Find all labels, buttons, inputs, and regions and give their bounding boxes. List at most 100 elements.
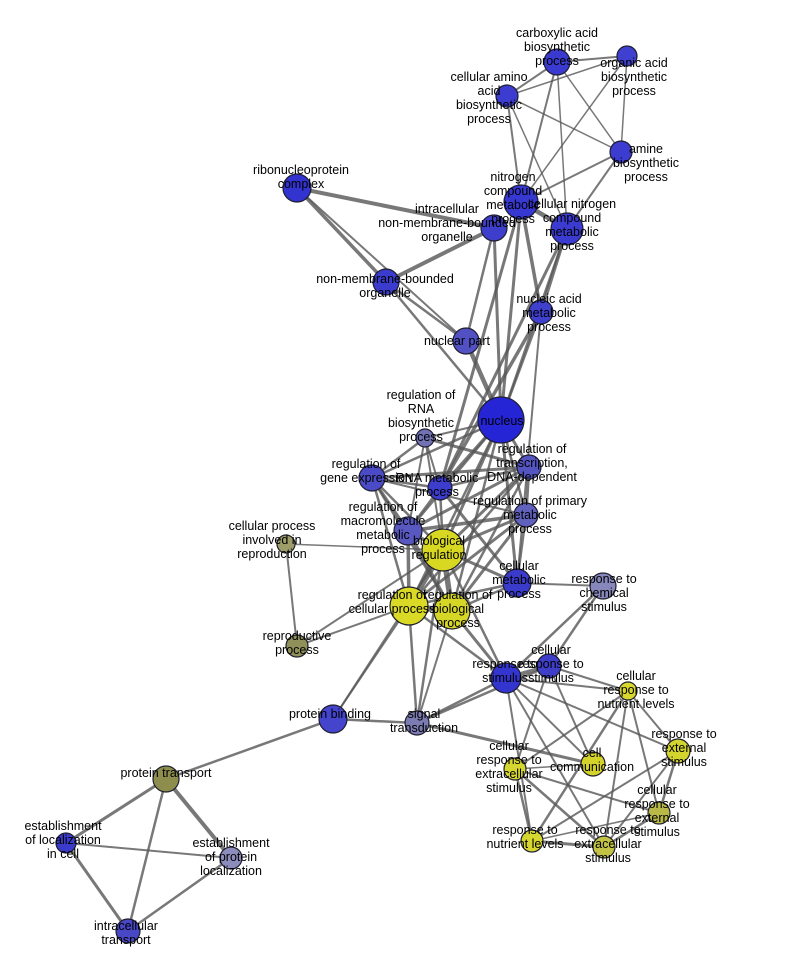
graph-edge-estProtLoc-intraTrans[interactable] bbox=[126, 856, 233, 933]
graph-edge-protTrans-estLoc[interactable] bbox=[64, 777, 168, 845]
graph-node-sigTrans[interactable] bbox=[404, 710, 430, 736]
graph-edge-nucleus-regBio[interactable] bbox=[450, 418, 503, 613]
graph-edge-respNutr-respExtra[interactable] bbox=[530, 839, 606, 849]
graph-node-respExt[interactable] bbox=[665, 738, 691, 764]
graph-edge-respStim-respChem[interactable] bbox=[504, 584, 605, 680]
graph-edge-cRespExtra-cellComm[interactable] bbox=[514, 763, 594, 770]
graph-edge-amino-amine[interactable] bbox=[506, 95, 622, 153]
graph-edge-cRespStim-cRespNutr[interactable] bbox=[548, 665, 629, 692]
graph-edge-respExt-respExtra[interactable] bbox=[603, 750, 679, 848]
graph-edge-regRNA-regTx[interactable] bbox=[423, 436, 531, 469]
graph-node-regMacro[interactable] bbox=[393, 516, 423, 546]
graph-node-cRespNutr[interactable] bbox=[618, 681, 638, 701]
graph-edge-nmb-nucleus[interactable] bbox=[384, 280, 503, 422]
graph-node-nucleic[interactable] bbox=[528, 299, 554, 325]
graph-edge-ribo-nmb[interactable] bbox=[295, 186, 388, 284]
graph-node-regTx[interactable] bbox=[516, 454, 542, 480]
graph-node-cellMet[interactable] bbox=[502, 568, 532, 598]
graph-edge-ribo-npart[interactable] bbox=[296, 187, 467, 342]
graph-node-intraTrans[interactable] bbox=[115, 918, 141, 944]
graph-node-rnaMet[interactable] bbox=[427, 475, 453, 501]
graph-edge-cRespExtra-respNutr[interactable] bbox=[513, 767, 534, 843]
graph-edge-protTrans-estProtLoc[interactable] bbox=[164, 777, 233, 860]
graph-edge-cRespStim-cellComm[interactable] bbox=[548, 665, 594, 765]
graph-edge-respStim-respExt[interactable] bbox=[505, 677, 679, 752]
graph-edge-organic-amine[interactable] bbox=[620, 55, 628, 153]
graph-edge-nucleus-regMacro[interactable] bbox=[406, 418, 503, 533]
graph-node-cnitrogen[interactable] bbox=[550, 212, 584, 246]
graph-edge-regGene-regCell[interactable] bbox=[370, 476, 411, 608]
graph-node-cRespExtra[interactable] bbox=[503, 757, 527, 781]
graph-edge-cRespExtra-respExtra[interactable] bbox=[513, 767, 606, 849]
graph-edge-regTx-regBio[interactable] bbox=[450, 465, 531, 613]
graph-node-regPrim[interactable] bbox=[513, 502, 539, 528]
graph-node-cRespStim[interactable] bbox=[536, 653, 562, 679]
graph-node-inmb[interactable] bbox=[480, 214, 508, 242]
graph-edge-estLoc-estProtLoc[interactable] bbox=[65, 842, 232, 859]
graph-edge-inmb-nmb[interactable] bbox=[384, 226, 496, 284]
graph-node-regGene[interactable] bbox=[358, 464, 386, 492]
graph-edge-cRespStim-cRespExtra[interactable] bbox=[514, 665, 550, 770]
graph-edge-sigTrans-bioReg[interactable] bbox=[415, 548, 445, 725]
graph-edge-respStim-bioReg[interactable] bbox=[441, 548, 508, 680]
graph-edge-cellRepro-bioReg[interactable] bbox=[285, 543, 444, 551]
graph-node-carb[interactable] bbox=[543, 48, 571, 76]
graph-node-npart[interactable] bbox=[452, 327, 480, 355]
graph-edge-protTrans-intraTrans[interactable] bbox=[126, 777, 168, 933]
graph-node-estProtLoc[interactable] bbox=[219, 846, 243, 870]
graph-edge-respStim-respExtra[interactable] bbox=[505, 677, 605, 848]
graph-edge-cellRepro-repro[interactable] bbox=[285, 543, 298, 647]
graph-edge-respNutr-cRespExtern[interactable] bbox=[531, 812, 660, 842]
graph-edge-sigTrans-respStim[interactable] bbox=[415, 676, 508, 725]
graph-edge-sigTrans-regBio[interactable] bbox=[416, 610, 453, 724]
graph-edge-ribo-inmb[interactable] bbox=[295, 186, 496, 230]
graph-edge-nitrogen-nucleus[interactable] bbox=[499, 200, 523, 422]
graph-edge-regTx-rnaMet[interactable] bbox=[438, 465, 531, 490]
graph-node-nmb[interactable] bbox=[372, 268, 400, 296]
graph-node-estLoc[interactable] bbox=[55, 832, 77, 854]
graph-edge-protBind-bioReg[interactable] bbox=[332, 549, 444, 720]
graph-edge-organic-amino[interactable] bbox=[506, 55, 628, 97]
graph-edge-regTx-regMacro[interactable] bbox=[406, 465, 531, 533]
graph-edge-cRespStim-sigTrans[interactable] bbox=[415, 664, 551, 725]
graph-edge-cRespNutr-respExtra[interactable] bbox=[603, 690, 629, 848]
graph-node-cellComm[interactable] bbox=[580, 751, 606, 777]
graph-edge-nucleic-cellMet[interactable] bbox=[516, 311, 542, 584]
graph-edge-regTx-regCell[interactable] bbox=[407, 465, 531, 608]
graph-node-regBio[interactable] bbox=[433, 592, 471, 630]
graph-edge-regPrim-regMacro[interactable] bbox=[406, 513, 528, 533]
graph-edge-cRespStim-respChem[interactable] bbox=[547, 584, 605, 668]
graph-node-repro[interactable] bbox=[285, 634, 309, 658]
graph-node-cellRepro[interactable] bbox=[276, 534, 296, 554]
graph-edge-amino-nitrogen[interactable] bbox=[506, 95, 522, 203]
graph-edge-cRespNutr-respExt[interactable] bbox=[627, 690, 679, 752]
graph-edge-inmb-npart[interactable] bbox=[464, 226, 496, 343]
graph-edge-nucleus-regCell[interactable] bbox=[407, 418, 503, 608]
graph-edge-nmb-npart[interactable] bbox=[384, 280, 468, 343]
graph-node-protTrans[interactable] bbox=[152, 765, 180, 793]
graph-edge-cRespNutr-respNutr[interactable] bbox=[530, 689, 630, 843]
graph-edge-respStim-cellComm[interactable] bbox=[505, 677, 594, 765]
graph-edge-inmb-nucleus[interactable] bbox=[492, 226, 503, 422]
graph-node-respExtra[interactable] bbox=[592, 835, 616, 859]
graph-node-amino[interactable] bbox=[495, 84, 519, 108]
graph-edge-cRespNutr-cRespExtra[interactable] bbox=[514, 690, 629, 770]
graph-node-nucleus[interactable] bbox=[477, 396, 525, 444]
graph-edge-regTx-regGene[interactable] bbox=[370, 465, 531, 480]
graph-node-respStim[interactable] bbox=[490, 662, 522, 694]
graph-edge-respStim-cRespNutr[interactable] bbox=[505, 677, 629, 692]
graph-edge-carb-nitrogen[interactable] bbox=[520, 61, 558, 203]
graph-edge-estLoc-intraTrans[interactable] bbox=[64, 841, 130, 933]
graph-node-organic[interactable] bbox=[616, 45, 638, 67]
graph-edge-protBind-protTrans[interactable] bbox=[164, 717, 335, 781]
graph-edge-cRespExtra-cRespExtern[interactable] bbox=[514, 768, 660, 814]
graph-node-respNutr[interactable] bbox=[520, 829, 544, 853]
graph-edge-cnitrogen-rnaMet[interactable] bbox=[438, 227, 569, 490]
graph-node-regRNA[interactable] bbox=[415, 428, 435, 448]
graph-node-protBind[interactable] bbox=[318, 704, 348, 734]
graph-edge-sigTrans-cellComm[interactable] bbox=[415, 721, 595, 766]
graph-node-amine[interactable] bbox=[609, 140, 633, 164]
graph-node-cRespExtern[interactable] bbox=[647, 801, 671, 825]
